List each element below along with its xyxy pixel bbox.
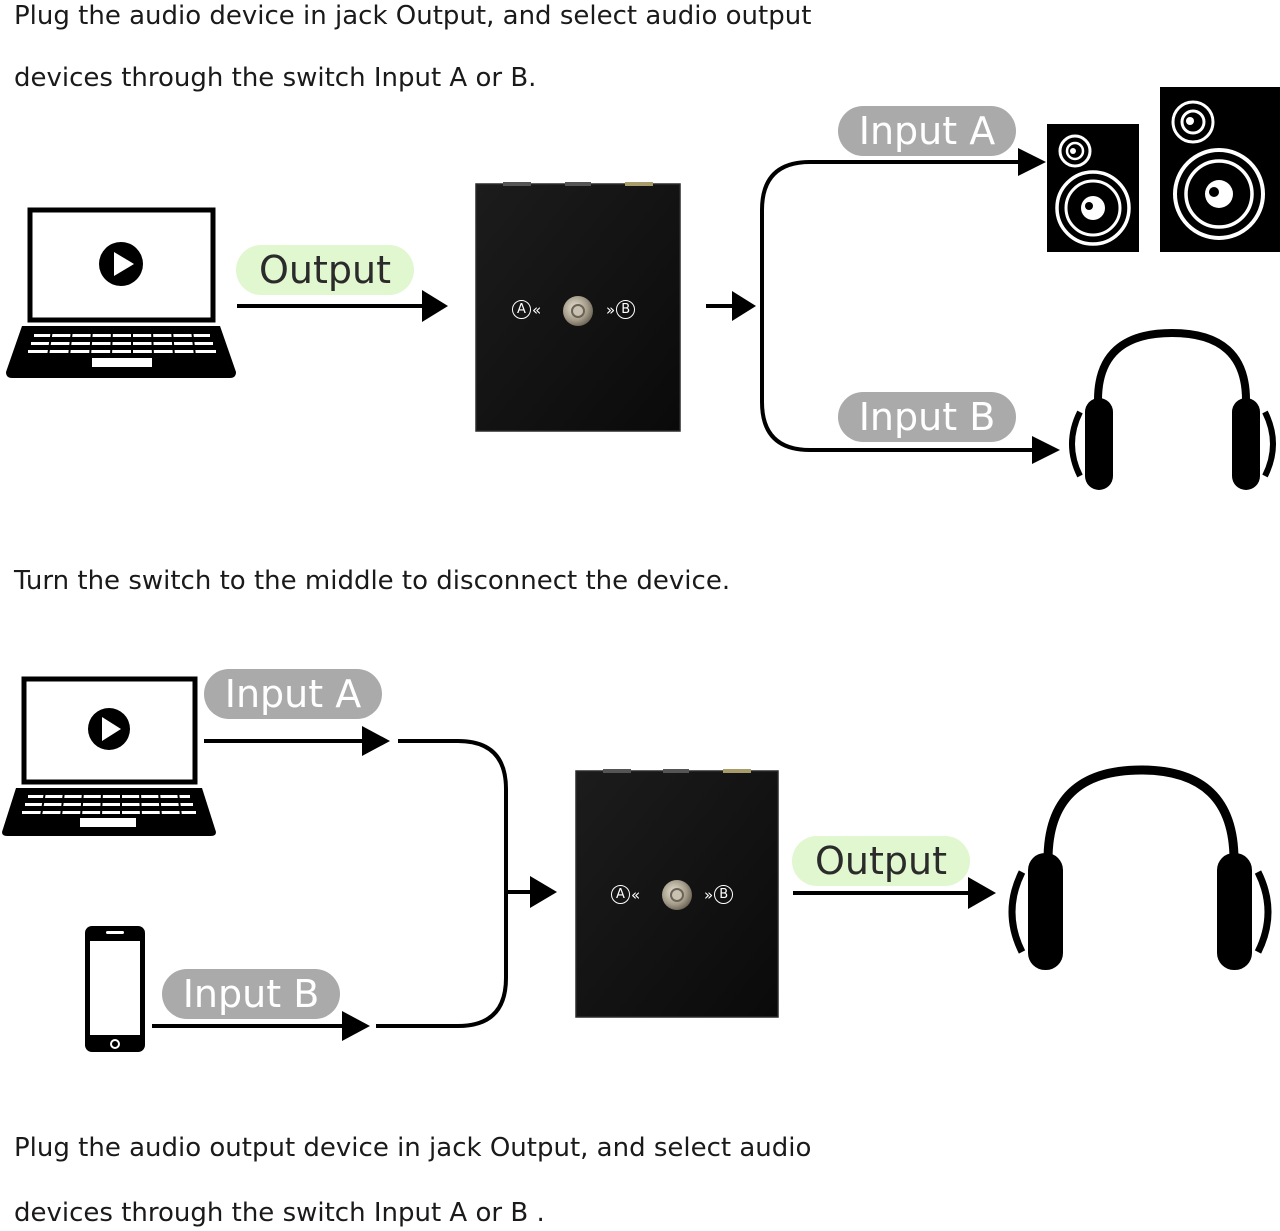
input-b-label: Input B: [838, 392, 1016, 442]
switch-left-chevrons: «: [532, 300, 542, 319]
caption-middle: Turn the switch to the middle to disconn…: [14, 566, 731, 596]
switch-label-a: A«: [512, 300, 542, 319]
switch-b-mark: B: [616, 300, 636, 319]
caption-top-line2: devices through the switch Input A or B.: [14, 63, 537, 93]
merge-line: [376, 739, 508, 1028]
output-label: Output: [236, 245, 414, 295]
switch-b-mark: B: [714, 885, 734, 904]
switch-label-a: A«: [611, 885, 641, 904]
output-arrow: [237, 290, 448, 322]
input-b-label: Input B: [162, 969, 340, 1019]
input-a-label: Input A: [204, 669, 382, 719]
headphones-icon: [1008, 765, 1272, 970]
switch-right-chevrons: »: [606, 300, 616, 319]
switch-left-chevrons: «: [631, 885, 641, 904]
smartphone-icon: [85, 926, 145, 1052]
laptop-icon: [6, 207, 236, 378]
output-arrow: [793, 877, 996, 909]
caption-bottom-line2: devices through the switch Input A or B …: [14, 1198, 545, 1228]
caption-top-line1: Plug the audio device in jack Output, an…: [14, 1, 812, 31]
caption-bottom-line1: Plug the audio output device in jack Out…: [14, 1133, 812, 1163]
switch-a-mark: A: [611, 885, 630, 904]
switch-box: [475, 182, 681, 432]
switch-label-b: »B: [605, 300, 636, 319]
merge-arrow: [506, 876, 557, 908]
split-line: [760, 160, 1036, 452]
input-b-arrow: [152, 1011, 370, 1041]
switch-right-chevrons: »: [704, 885, 714, 904]
switch-box: [575, 769, 779, 1018]
switch-a-mark: A: [512, 300, 531, 319]
input-b-arrowhead: [1032, 436, 1060, 464]
headphones-icon: [1069, 328, 1276, 490]
speakers-icon: [1047, 87, 1280, 252]
switch-label-b: »B: [703, 885, 734, 904]
input-a-arrow: [204, 726, 390, 756]
input-a-arrowhead: [1018, 148, 1046, 176]
input-a-label: Input A: [838, 106, 1016, 156]
laptop-icon: [2, 676, 216, 836]
output-label: Output: [792, 836, 970, 886]
split-arrow: [706, 291, 756, 321]
